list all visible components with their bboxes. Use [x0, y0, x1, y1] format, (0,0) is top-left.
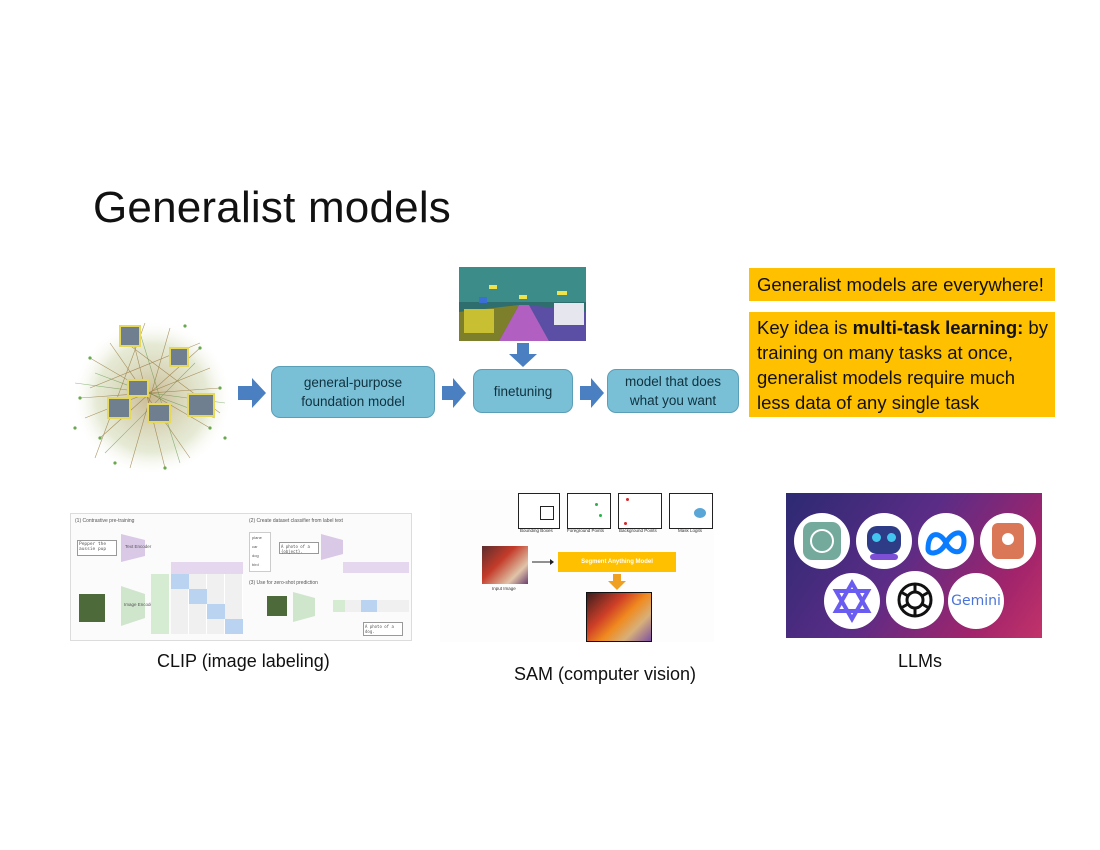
clip-image-encoder-shape: [121, 586, 145, 626]
driving-scene-image: [459, 267, 586, 341]
sam-output-image: [586, 592, 652, 642]
qwen-icon: [824, 573, 880, 629]
clip-image-embeddings-col: [151, 574, 169, 634]
arrow-right-3-icon: [580, 378, 604, 413]
sam-arrow-icon: [532, 559, 554, 565]
finetuning-label: finetuning: [493, 383, 553, 399]
meta-icon: [918, 513, 974, 569]
key-idea-bold: multi-task learning:: [852, 317, 1024, 338]
foundation-model-line1: general-purpose: [303, 375, 403, 390]
clip-text-encoder-label: Text Encoder: [125, 544, 152, 549]
llm-logos-panel: Gemini: [786, 493, 1042, 638]
clip-text-input: Pepper the aussie pup: [77, 540, 117, 556]
arrow-right-2-icon: [442, 378, 466, 413]
clip-class-embeddings: [343, 562, 409, 573]
target-model-box: model that does what you want: [607, 369, 739, 413]
sam-caption: SAM (computer vision): [514, 664, 697, 684]
sam-prompt-label-1: Bounding Boxes: [520, 528, 553, 533]
sam-diagram: Bounding Boxes Foreground Points Backgro…: [440, 490, 714, 642]
key-idea-prefix: Key idea is: [757, 317, 853, 338]
sam-prompt-label-2: Foreground Points: [567, 528, 605, 533]
clip-caption: CLIP (image labeling): [157, 651, 330, 671]
finetuning-box: finetuning: [473, 369, 573, 413]
clip-text-encoder-shape: [121, 534, 145, 562]
headline-text: Generalist models are everywhere!: [757, 274, 1044, 295]
clip-step3: (3) Use for zero-shot prediction: [249, 580, 318, 586]
clip-image-encoder-label: Image Encoder: [124, 602, 155, 607]
foundation-model-box: general-purpose foundation model: [271, 366, 435, 418]
sam-background-prompt: [618, 493, 662, 529]
sam-model-box: Segment Anything Model: [558, 552, 676, 572]
sam-prompt-label-4: Mask Logits: [678, 528, 703, 533]
arrow-down-icon: [509, 343, 537, 372]
clip-step2: (2) Create dataset classifier from label…: [249, 518, 343, 524]
sam-prompt-label-3: Background Points: [619, 528, 657, 533]
key-idea-callout: Key idea is multi-task learning: by trai…: [749, 312, 1055, 417]
target-model-line2: what you want: [629, 393, 717, 408]
clip-step1: (1) Contrastive pre-training: [75, 518, 135, 524]
llms-caption: LLMs: [898, 651, 943, 671]
clip-text-embeddings-row: [171, 562, 243, 574]
sam-foreground-prompt: [567, 493, 611, 529]
chatgpt-icon: [794, 513, 850, 569]
copilot-icon: [856, 513, 912, 569]
clip-result: A photo of a dog.: [363, 622, 403, 636]
target-model-line1: model that does: [624, 374, 722, 389]
network-graph-image: [70, 318, 235, 478]
clip-prompt: A photo of a {object}.: [279, 542, 319, 554]
headline-callout: Generalist models are everywhere!: [749, 268, 1055, 301]
key-idea-rest: by training on many tasks at once, gener…: [757, 317, 1048, 413]
foundation-model-line2: foundation model: [301, 394, 405, 409]
arrow-right-1-icon: [238, 378, 266, 413]
claude-icon: [980, 513, 1036, 569]
gemini-label: Gemini: [951, 593, 1001, 609]
clip-dog-image: [79, 594, 105, 622]
clip-diagram: (1) Contrastive pre-training (2) Create …: [70, 513, 412, 641]
gemini-icon: Gemini: [948, 573, 1004, 629]
sam-down-arrow-icon: [608, 574, 626, 590]
sam-bbox-prompt: [518, 493, 560, 529]
openai-icon: [886, 571, 944, 629]
clip-test-image: [267, 596, 287, 616]
sam-input-label: Input Image: [492, 586, 516, 591]
slide-title: Generalist models: [93, 183, 451, 232]
sam-input-image: [482, 546, 528, 584]
sam-mask-prompt: [669, 493, 713, 529]
